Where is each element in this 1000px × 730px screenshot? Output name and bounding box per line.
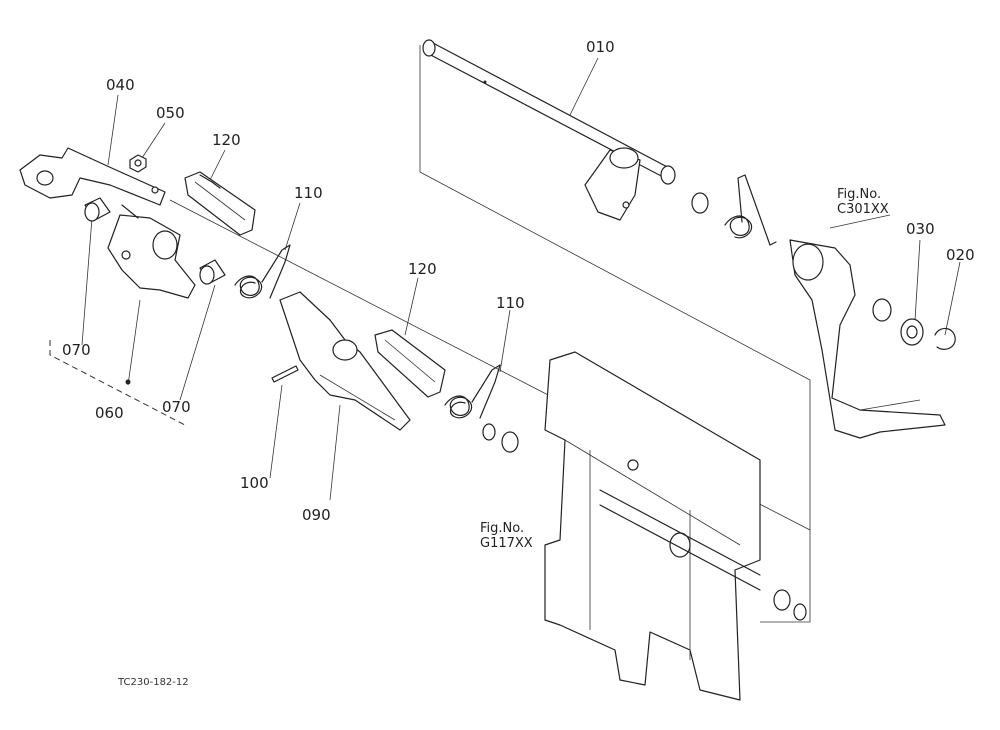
- figure-ref-g117-line2: G117XX: [480, 535, 533, 551]
- label-part-090: 090: [302, 506, 331, 524]
- part-020-clip: [934, 327, 956, 350]
- drawing-code: TC230-182-12: [118, 677, 189, 688]
- label-part-030: 030: [906, 220, 935, 238]
- label-part-120-lower: 120: [408, 260, 437, 278]
- spring-upper-right: [724, 174, 777, 246]
- label-part-110-upper: 110: [294, 184, 323, 202]
- part-100-pin: [271, 365, 299, 383]
- bushing-right: [872, 298, 892, 322]
- part-070-bushing-left: [84, 197, 111, 222]
- part-030-washer: [900, 318, 924, 346]
- right-pedal-assembly: [789, 239, 946, 439]
- label-part-020: 020: [946, 246, 975, 264]
- label-part-100: 100: [240, 474, 269, 492]
- leader-lines: [81, 57, 961, 561]
- part-090-lever: [279, 291, 411, 431]
- label-part-050: 050: [156, 104, 185, 122]
- frame-g117: [544, 351, 761, 701]
- label-part-070-left: 070: [62, 341, 91, 359]
- label-part-040: 040: [106, 76, 135, 94]
- label-part-010: 010: [586, 38, 615, 56]
- figure-ref-c301-line2: C301XX: [837, 201, 889, 217]
- part-110-spring-lower: [444, 364, 501, 419]
- label-part-120-upper: 120: [212, 131, 241, 149]
- group-060-boundary: [49, 340, 186, 426]
- part-010-shaft: [422, 39, 676, 221]
- part-050-nut: [129, 154, 147, 173]
- figure-ref-c301: Fig.No. C301XX: [837, 187, 889, 218]
- figure-ref-g117-line1: Fig.No.: [480, 521, 525, 536]
- figure-ref-c301-line1: Fig.No.: [837, 187, 882, 202]
- figure-ref-g117: Fig.No. G117XX: [480, 521, 533, 552]
- part-070-bushing-right: [199, 259, 226, 285]
- part-120-pad-lower: [374, 329, 446, 398]
- label-part-070-right: 070: [162, 398, 191, 416]
- label-part-110-lower: 110: [496, 294, 525, 312]
- label-part-060: 060: [95, 404, 124, 422]
- part-040-bracket: [19, 147, 166, 206]
- part-120-pad-upper: [184, 171, 256, 236]
- part-110-spring-upper: [234, 244, 291, 299]
- part-060-arm: [107, 204, 196, 299]
- collar-parts: [482, 192, 807, 621]
